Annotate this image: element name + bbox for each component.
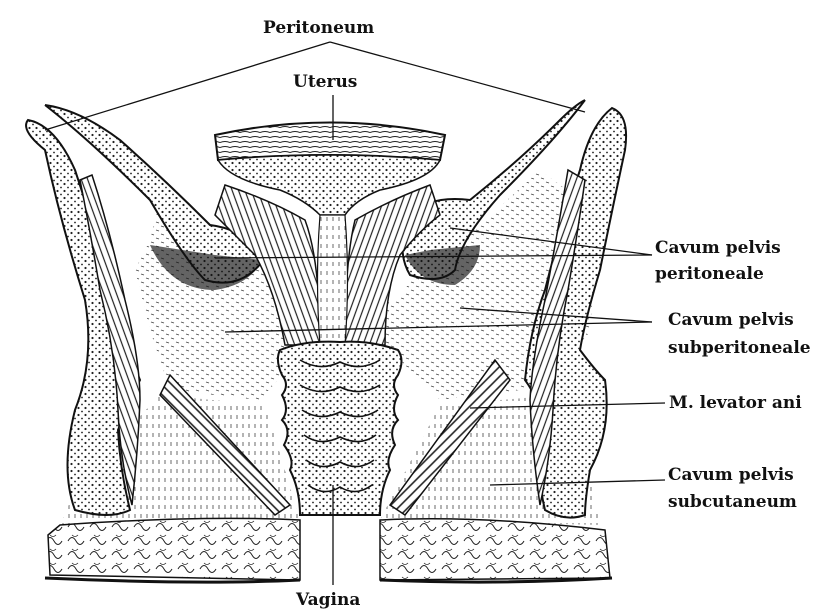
cervix-center	[318, 215, 348, 345]
perineum-left	[48, 518, 300, 580]
label-cavum-subperitoneale-line1: Cavum pelvis	[668, 310, 794, 331]
perineum-right	[380, 519, 610, 580]
label-cavum-peritoneale-line2: peritoneale	[655, 264, 764, 285]
label-uterus: Uterus	[293, 72, 357, 93]
label-vagina: Vagina	[296, 590, 360, 611]
label-cavum-peritoneale-line1: Cavum pelvis	[655, 238, 781, 259]
label-cavum-subperitoneale-line2: subperitoneale	[668, 338, 811, 359]
label-cavum-subcutaneum-line1: Cavum pelvis	[668, 465, 794, 486]
label-levator-ani: M. levator ani	[669, 393, 802, 414]
label-cavum-subcutaneum-line2: subcutaneum	[668, 492, 797, 513]
label-peritoneum: Peritoneum	[263, 18, 374, 39]
vagina	[278, 342, 402, 515]
